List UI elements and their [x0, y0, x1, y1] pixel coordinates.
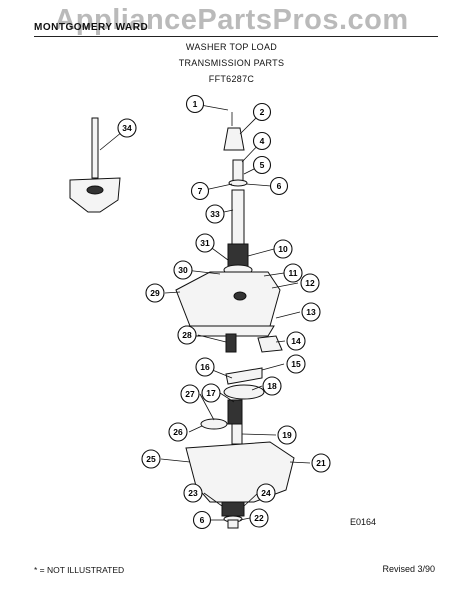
callout-10: 10 [273, 239, 293, 259]
transmission-cover-part [175, 271, 281, 337]
svg-text:33: 33 [210, 209, 220, 219]
svg-text:14: 14 [291, 336, 301, 346]
header-rule [34, 36, 438, 37]
lower-pinion-part [231, 423, 243, 445]
callout-25: 25 [141, 449, 161, 469]
callout-12: 12 [300, 273, 320, 293]
callout-4: 4 [252, 131, 272, 151]
callout-27: 27 [180, 384, 200, 404]
bottom-fittings-part [223, 515, 243, 529]
svg-text:6: 6 [277, 181, 282, 191]
callout-6-bottom: 6 [192, 510, 212, 530]
svg-text:12: 12 [305, 278, 315, 288]
not-illustrated-note: * = NOT ILLUSTRATED [34, 565, 125, 575]
callout-13: 13 [301, 302, 321, 322]
svg-text:13: 13 [306, 307, 316, 317]
svg-text:23: 23 [188, 488, 198, 498]
callout-15: 15 [286, 354, 306, 374]
callout-6-top: 6 [269, 176, 289, 196]
svg-text:6: 6 [200, 515, 205, 525]
callout-28: 28 [177, 325, 197, 345]
callout-31: 31 [195, 233, 215, 253]
svg-text:19: 19 [282, 430, 292, 440]
drawing-code: E0164 [350, 517, 377, 527]
gear-case-part [185, 441, 295, 517]
svg-text:34: 34 [122, 123, 132, 133]
callout-17: 17 [201, 383, 221, 403]
diagram-title: WASHER TOP LOAD [185, 42, 278, 52]
svg-text:16: 16 [200, 362, 210, 372]
callout-21: 21 [311, 453, 331, 473]
svg-text:17: 17 [206, 388, 216, 398]
callout-23: 23 [183, 483, 203, 503]
callout-19: 19 [277, 425, 297, 445]
callout-29: 29 [145, 283, 165, 303]
svg-text:26: 26 [173, 427, 183, 437]
brand-header: MONTGOMERY WARD [34, 22, 149, 33]
svg-text:15: 15 [291, 359, 301, 369]
svg-text:4: 4 [260, 136, 265, 146]
svg-text:29: 29 [150, 288, 160, 298]
callout-26: 26 [168, 422, 188, 442]
svg-text:11: 11 [289, 268, 298, 278]
svg-text:24: 24 [261, 488, 271, 498]
callout-1: 1 [185, 94, 205, 114]
callout-34: 34 [117, 118, 137, 138]
watermark-text: AppliancePartsPros.com [54, 4, 409, 36]
callout-18: 18 [262, 376, 282, 396]
callout-7: 7 [190, 181, 210, 201]
callout-30: 30 [173, 260, 193, 280]
svg-text:1: 1 [193, 99, 198, 109]
svg-text:28: 28 [182, 330, 192, 340]
callout-33: 33 [205, 204, 225, 224]
svg-text:18: 18 [267, 381, 277, 391]
callout-5: 5 [252, 155, 272, 175]
svg-text:25: 25 [146, 454, 156, 464]
svg-text:2: 2 [260, 107, 265, 117]
callout-11: 11 [283, 263, 303, 283]
pinion-gear-part [225, 333, 237, 353]
diagram-subtitle: TRANSMISSION PARTS [178, 58, 285, 68]
callout-24: 24 [256, 483, 276, 503]
svg-text:5: 5 [260, 160, 265, 170]
callout-22: 22 [249, 508, 269, 528]
svg-text:10: 10 [278, 244, 288, 254]
cap-parts [223, 112, 245, 151]
model-number: FFT6287C [208, 74, 255, 84]
splined-shaft-part [223, 243, 253, 276]
callout-16: 16 [195, 357, 215, 377]
gear-stack-part [200, 384, 265, 430]
svg-text:7: 7 [198, 186, 203, 196]
revision-date: Revised 3/90 [382, 564, 435, 574]
callout-2: 2 [252, 102, 272, 122]
svg-text:30: 30 [178, 265, 188, 275]
svg-text:22: 22 [254, 513, 264, 523]
svg-text:31: 31 [200, 238, 210, 248]
crank-part [225, 335, 283, 385]
svg-text:21: 21 [316, 458, 326, 468]
upper-shaft-part [228, 159, 248, 245]
agitator-shaft-part [69, 117, 121, 213]
svg-text:27: 27 [185, 389, 195, 399]
callout-14: 14 [286, 331, 306, 351]
